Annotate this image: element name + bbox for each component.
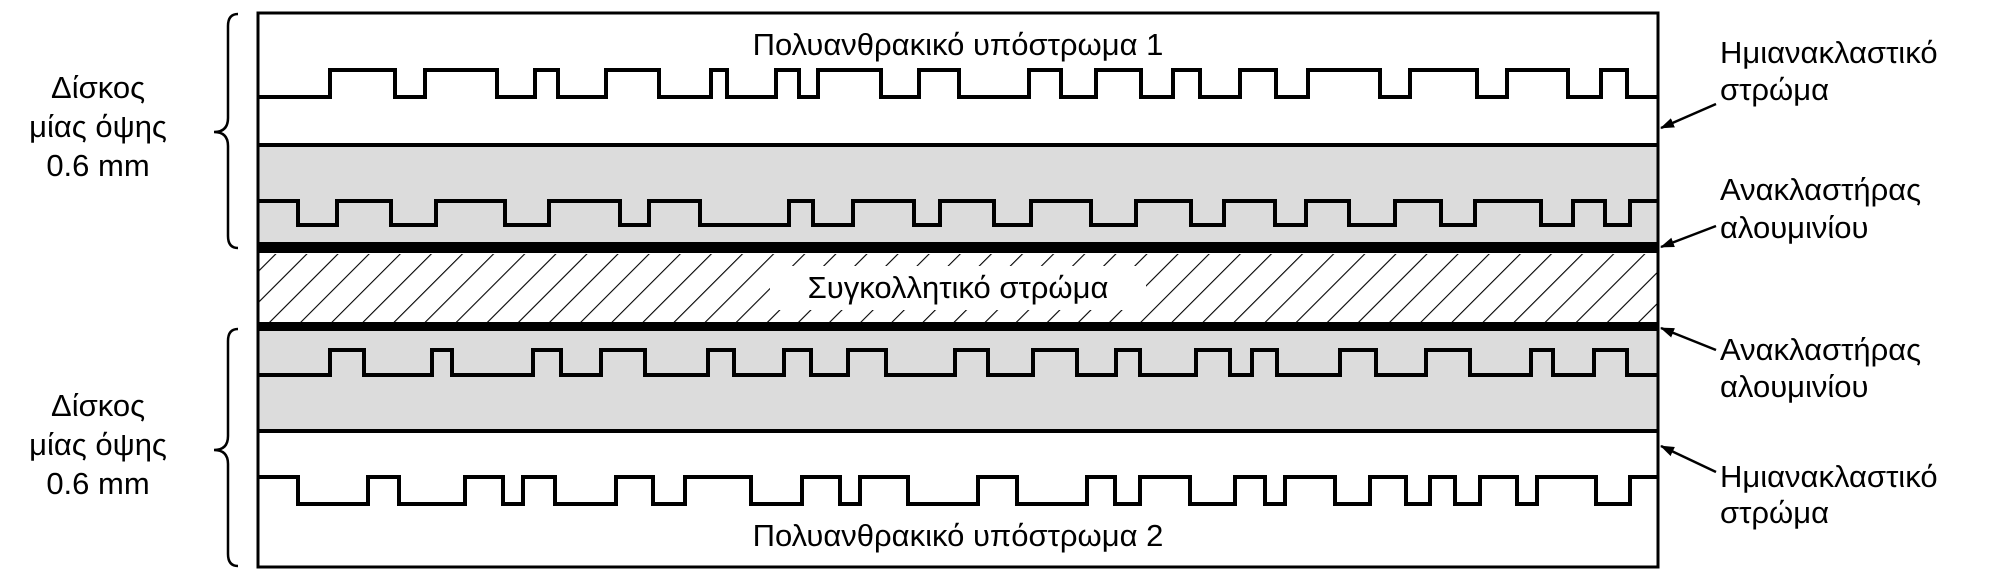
semi-reflective-top-line1: Ημιανακλαστικό — [1720, 35, 1938, 70]
groove-profile-substrate-1 — [258, 68, 1658, 99]
groove-profile-reflector-top — [258, 199, 1658, 227]
semi-reflective-bottom-label: Ημιανακλαστικό στρώμα — [1720, 459, 1938, 530]
arrow-semi-reflective-bottom — [1660, 444, 1717, 474]
disc-bottom-line2: μίας όψης — [29, 427, 167, 462]
substrate-2-label: Πολυανθρακικό υπόστρωμα 2 — [753, 518, 1164, 553]
disc-top-line2: μίας όψης — [29, 109, 167, 144]
aluminum-top-label: Ανακλαστήρας αλουμινίου — [1720, 172, 1921, 245]
aluminum-bottom-line2: αλουμινίου — [1720, 369, 1868, 404]
disc-top-brace — [213, 12, 239, 250]
semi-reflective-top-label: Ημιανακλαστικό στρώμα — [1720, 35, 1938, 107]
disc-bottom-brace — [213, 327, 239, 568]
disc-top-line3: 0.6 mm — [46, 148, 149, 183]
groove-profiles — [258, 68, 1658, 506]
disc-bottom-line1: Δίσκος — [51, 388, 145, 423]
arrow-semi-reflective-top — [1660, 102, 1717, 130]
dye-layer-bottom — [258, 330, 1658, 431]
groove-profile-substrate-2 — [258, 475, 1658, 506]
disc-bottom-label: Δίσκος μίας όψης 0.6 mm — [29, 388, 167, 501]
aluminum-top-line1: Ανακλαστήρας — [1720, 172, 1921, 207]
adhesive-label: Συγκολλητικό στρώμα — [808, 270, 1109, 305]
groove-profile-reflector-bottom — [258, 348, 1658, 377]
aluminum-bottom-line1: Ανακλαστήρας — [1720, 332, 1921, 367]
dye-layer-top — [258, 145, 1658, 242]
aluminum-bottom-label: Ανακλαστήρας αλουμινίου — [1720, 332, 1921, 404]
arrow-aluminum-bottom — [1660, 326, 1717, 352]
disc-top-label: Δίσκος μίας όψης 0.6 mm — [29, 70, 167, 183]
adhesive-label-background — [770, 266, 1146, 310]
aluminum-top-line2: αλουμινίου — [1720, 210, 1868, 245]
aluminum-reflector-bottom-band — [258, 322, 1658, 331]
arrow-aluminum-top — [1660, 224, 1717, 249]
disc-bottom-line3: 0.6 mm — [46, 466, 149, 501]
semi-reflective-bottom-line1: Ημιανακλαστικό — [1720, 459, 1938, 494]
disc-top-line1: Δίσκος — [51, 70, 145, 105]
substrate-1-label: Πολυανθρακικό υπόστρωμα 1 — [753, 27, 1164, 62]
semi-reflective-top-line2: στρώμα — [1720, 72, 1829, 107]
disc-outer-frame — [256, 11, 1660, 569]
aluminum-reflector-top-band — [258, 242, 1658, 253]
semi-reflective-bottom-line2: στρώμα — [1720, 495, 1829, 530]
